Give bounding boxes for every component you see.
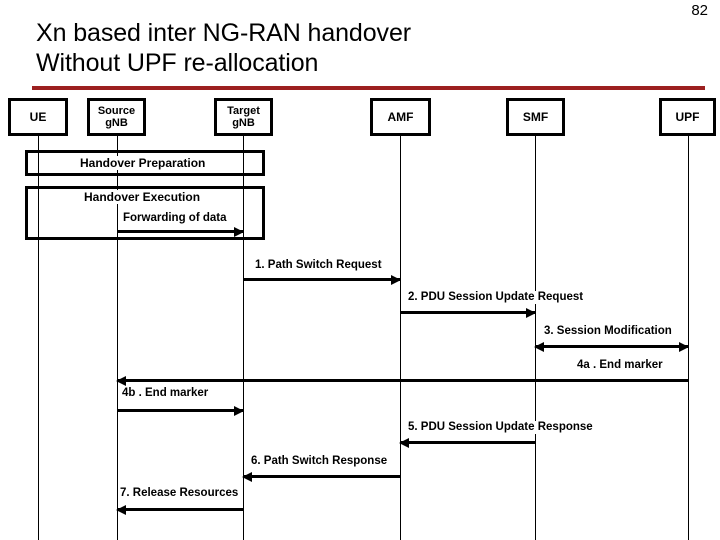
arrowhead-left-session-modification	[534, 341, 544, 352]
actor-label-target-gnb-line1: Target	[227, 105, 260, 117]
message-label-path-switch-response: 6. Path Switch Response	[249, 455, 390, 468]
arrowhead-left-pdu-session-update-response	[399, 437, 409, 448]
message-arrow-release-resources[interactable]	[116, 504, 243, 515]
message-arrow-forwarding-of-data[interactable]	[117, 226, 244, 237]
message-arrow-path-switch-request[interactable]	[243, 274, 401, 285]
arrow-shaft-pdu-session-update-response	[400, 441, 535, 444]
page-number: 82	[691, 2, 708, 19]
phase-box-handover-execution[interactable]	[25, 186, 265, 240]
phase-label-handover-execution: Handover Execution	[82, 190, 203, 204]
lifeline-ue	[38, 136, 39, 540]
lifeline-amf	[400, 136, 401, 540]
arrowhead-right-path-switch-request	[391, 274, 401, 285]
message-label-forwarding-of-data: Forwarding of data	[121, 212, 229, 225]
title-line-2: Without UPF re-allocation	[36, 49, 319, 77]
message-label-path-switch-request: 1. Path Switch Request	[253, 259, 384, 272]
lifeline-target-gnb	[243, 136, 244, 540]
lifeline-upf	[688, 136, 689, 540]
arrow-shaft-end-marker-4a	[117, 379, 688, 382]
arrowhead-left-release-resources	[116, 504, 126, 515]
message-arrow-end-marker-4a[interactable]	[116, 375, 688, 386]
actor-box-upf[interactable]: UPF	[659, 98, 716, 136]
phase-label-handover-preparation: Handover Preparation	[78, 156, 208, 170]
actor-box-ue[interactable]: UE	[8, 98, 68, 136]
actor-label-amf: AMF	[387, 110, 414, 124]
actor-label-upf: UPF	[675, 110, 700, 124]
arrow-shaft-path-switch-response	[243, 475, 400, 478]
slide-title: Xn based inter NG-RAN handover Without U…	[36, 18, 576, 78]
actor-label-source-gnb-line1: Source	[97, 105, 136, 117]
message-label-pdu-session-update-response: 5. PDU Session Update Response	[406, 421, 595, 434]
message-label-session-modification: 3. Session Modification	[542, 325, 674, 338]
arrow-shaft-forwarding-of-data	[117, 230, 243, 233]
arrowhead-left-path-switch-response	[242, 471, 252, 482]
message-arrow-path-switch-response[interactable]	[242, 471, 400, 482]
actor-box-smf[interactable]: SMF	[506, 98, 565, 136]
arrow-shaft-release-resources	[117, 508, 243, 511]
message-arrow-end-marker-4b[interactable]	[117, 405, 244, 416]
message-label-end-marker-4a: 4a . End marker	[575, 359, 665, 372]
actor-label-target-gnb-line2: gNB	[232, 117, 255, 129]
message-arrow-pdu-session-update-request[interactable]	[400, 307, 536, 318]
arrow-shaft-session-modification	[535, 345, 688, 348]
actor-label-source-gnb-line2: gNB	[105, 117, 128, 129]
message-arrow-pdu-session-update-response[interactable]	[399, 437, 535, 448]
lifeline-source-gnb	[117, 136, 118, 540]
actor-label-ue: UE	[29, 110, 47, 124]
phase-box-handover-preparation[interactable]	[25, 150, 265, 176]
arrowhead-right-session-modification	[679, 341, 689, 352]
arrow-shaft-pdu-session-update-request	[400, 311, 535, 314]
message-label-release-resources: 7. Release Resources	[118, 487, 241, 500]
arrow-shaft-end-marker-4b	[117, 409, 243, 412]
arrow-shaft-path-switch-request	[243, 278, 400, 281]
lifeline-smf	[535, 136, 536, 540]
message-label-pdu-session-update-request: 2. PDU Session Update Request	[406, 291, 586, 304]
actor-box-amf[interactable]: AMF	[370, 98, 431, 136]
arrowhead-right-pdu-session-update-request	[526, 307, 536, 318]
message-label-end-marker-4b: 4b . End marker	[120, 387, 211, 400]
arrowhead-right-end-marker-4b	[234, 405, 244, 416]
message-arrow-session-modification[interactable]	[534, 341, 689, 352]
actor-label-smf: SMF	[522, 110, 549, 124]
arrowhead-right-forwarding-of-data	[234, 226, 244, 237]
arrowhead-left-end-marker-4a	[116, 375, 126, 386]
title-underline-rule	[32, 86, 705, 90]
title-line-1: Xn based inter NG-RAN handover	[36, 19, 411, 47]
